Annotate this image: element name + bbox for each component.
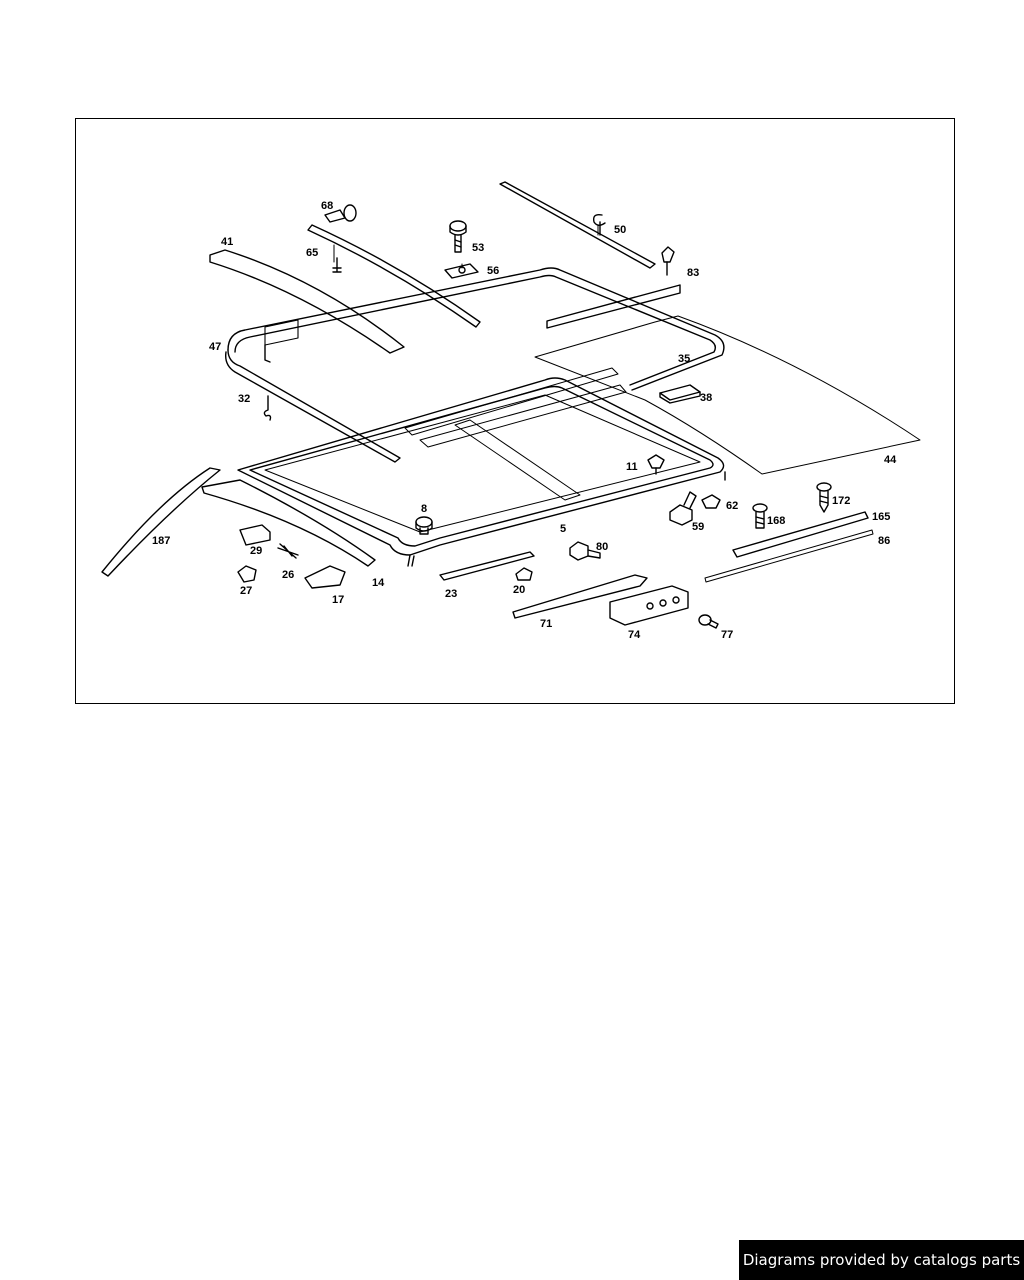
part-68-screw bbox=[324, 204, 357, 223]
label-53: 53 bbox=[472, 242, 484, 254]
label-44: 44 bbox=[884, 454, 897, 466]
part-62-nut bbox=[701, 494, 721, 509]
part-168-screw bbox=[752, 503, 768, 529]
label-14: 14 bbox=[372, 577, 385, 589]
part-38-pad bbox=[659, 384, 701, 404]
part-44-glass-panel bbox=[534, 315, 921, 475]
part-53-bolt bbox=[449, 220, 467, 253]
leader-lines bbox=[333, 224, 599, 269]
part-5-inner-frame bbox=[237, 367, 726, 567]
label-86: 86 bbox=[878, 535, 890, 547]
label-50: 50 bbox=[614, 224, 626, 236]
label-32: 32 bbox=[238, 393, 250, 405]
label-11: 11 bbox=[626, 461, 638, 473]
credit-text: Diagrams provided by catalogs parts bbox=[742, 1251, 1021, 1269]
part-47-outer-frame bbox=[225, 267, 725, 463]
part-27-clip bbox=[237, 565, 257, 583]
label-29: 29 bbox=[250, 545, 262, 557]
part-23-cable bbox=[439, 551, 535, 581]
part-59-bolt bbox=[669, 491, 697, 526]
part-35-front-channel bbox=[546, 284, 681, 329]
label-59: 59 bbox=[692, 521, 704, 533]
label-62: 62 bbox=[726, 500, 738, 512]
label-168: 168 bbox=[767, 515, 785, 527]
part-165-strip bbox=[732, 511, 869, 558]
label-23: 23 bbox=[445, 588, 457, 600]
part-83-clip bbox=[661, 246, 675, 276]
label-47: 47 bbox=[209, 341, 221, 353]
label-41: 41 bbox=[221, 236, 233, 248]
part-41-deflector-strip bbox=[209, 249, 405, 354]
part-80-bolt bbox=[569, 541, 601, 561]
label-187: 187 bbox=[152, 535, 170, 547]
credit-banner: Diagrams provided by catalogs parts bbox=[739, 1240, 1024, 1280]
part-187-drain-hose bbox=[101, 467, 221, 577]
parts-diagram-frame: 68 53 50 41 65 56 83 47 35 38 32 44 11 8… bbox=[75, 118, 955, 704]
label-83: 83 bbox=[687, 267, 699, 279]
label-56: 56 bbox=[487, 265, 499, 277]
part-50-seal-strip bbox=[499, 181, 656, 269]
part-11-clip bbox=[647, 454, 665, 475]
part-14-rail bbox=[201, 479, 376, 567]
label-8: 8 bbox=[421, 503, 427, 515]
part-77-screw bbox=[698, 614, 719, 629]
part-86-strip bbox=[704, 529, 874, 583]
label-68: 68 bbox=[321, 200, 333, 212]
label-20: 20 bbox=[513, 584, 525, 596]
label-77: 77 bbox=[721, 629, 733, 641]
part-172-screw bbox=[816, 482, 832, 513]
part-65-strip bbox=[307, 224, 481, 328]
label-71: 71 bbox=[540, 618, 552, 630]
part-20-clip bbox=[515, 567, 533, 581]
part-71-rail bbox=[512, 574, 648, 619]
part-17-slider bbox=[304, 565, 346, 589]
part-26-spring bbox=[277, 543, 299, 559]
part-74-motor bbox=[609, 585, 689, 626]
label-172: 172 bbox=[832, 495, 850, 507]
label-65: 65 bbox=[306, 247, 318, 259]
label-27: 27 bbox=[240, 585, 252, 597]
label-17: 17 bbox=[332, 594, 344, 606]
part-29-bracket bbox=[239, 524, 271, 546]
label-80: 80 bbox=[596, 541, 608, 553]
label-165: 165 bbox=[872, 511, 890, 523]
part-8-bolt bbox=[415, 516, 433, 535]
part-labels: 68 53 50 41 65 56 83 47 35 38 32 44 11 8… bbox=[152, 200, 897, 641]
label-5: 5 bbox=[560, 523, 566, 535]
label-35: 35 bbox=[678, 353, 690, 365]
label-26: 26 bbox=[282, 569, 294, 581]
label-74: 74 bbox=[628, 629, 641, 641]
part-32-spring bbox=[263, 395, 272, 421]
label-38: 38 bbox=[700, 392, 712, 404]
